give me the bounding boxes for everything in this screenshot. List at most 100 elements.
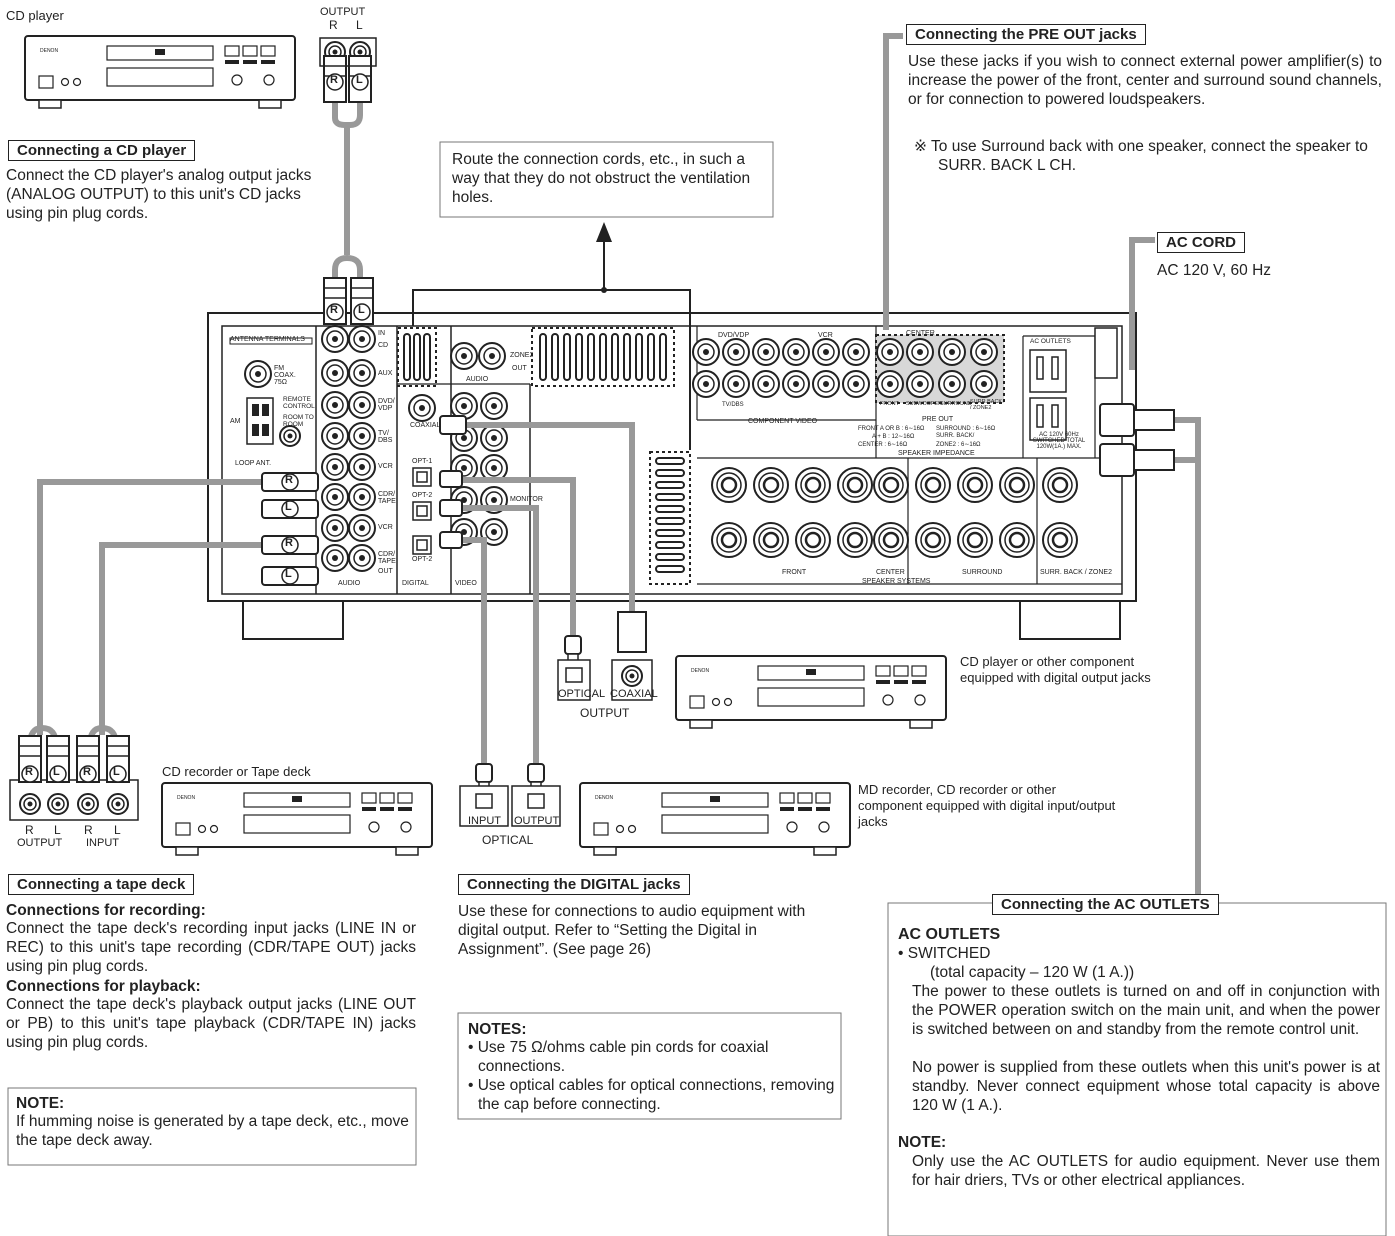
tape-input-label: INPUT bbox=[86, 837, 119, 849]
preout-text: Use these jacks if you wish to connect e… bbox=[908, 53, 1382, 108]
brand-4: DENON bbox=[595, 795, 614, 801]
tape-section-heading: Connecting a tape deck bbox=[8, 874, 195, 895]
pre-surr-label: SURROUND bbox=[940, 401, 972, 407]
tape-deck-jacks bbox=[9, 735, 139, 821]
remote-label: REMOTE CONTROL bbox=[283, 396, 315, 410]
ac-outlets-panel-label: AC OUTLETS bbox=[1030, 338, 1071, 345]
pin-r-tape1: R bbox=[285, 474, 293, 486]
digital-section-heading: Connecting the DIGITAL jacks bbox=[458, 874, 690, 895]
impedance-line-3: CENTER : 6∼16Ω bbox=[858, 442, 908, 448]
digital-output-jacks bbox=[557, 611, 653, 701]
ac-outlets-heading: Connecting the AC OUTLETS bbox=[992, 894, 1219, 915]
digital-section-text: Use these for connections to audio equip… bbox=[458, 903, 806, 958]
opt-input-label: INPUT bbox=[468, 815, 501, 827]
cd-recorder-device bbox=[161, 782, 433, 856]
audio-in-vcr: VCR bbox=[378, 463, 393, 470]
pre-front-label: FRONT bbox=[880, 401, 899, 407]
tv-dbs-label: TV/DBS bbox=[722, 402, 744, 408]
audio-in-vcr2: VCR bbox=[378, 524, 393, 531]
coaxial-label: COAXIAL bbox=[410, 422, 441, 429]
preout-heading: Connecting the PRE OUT jacks bbox=[906, 24, 1146, 45]
ac-note: Only use the AC OUTLETS for audio equipm… bbox=[912, 1153, 1380, 1189]
ac-cord-heading: AC CORD bbox=[1157, 232, 1245, 253]
ac-outlets-title: AC OUTLETS bbox=[898, 926, 1001, 943]
optical-label: OPTICAL bbox=[558, 688, 606, 700]
preout-note: ※ To use Surround back with one speaker,… bbox=[914, 138, 1368, 174]
pin-r-deck2: R bbox=[83, 766, 91, 778]
spk-sback-label: SURR. BACK / ZONE2 bbox=[1040, 569, 1112, 576]
md-label: MD recorder, CD recorder or other compon… bbox=[858, 782, 1116, 829]
pin-r-tape2: R bbox=[285, 537, 293, 549]
pin-l-panel: L bbox=[358, 304, 365, 316]
out-label: OUT bbox=[378, 568, 393, 575]
pin-r-top: R bbox=[330, 74, 338, 86]
impedance-line-1: FRONT A OR B : 6∼16Ω bbox=[858, 426, 925, 432]
spk-surround-label: SURROUND bbox=[962, 569, 1003, 576]
pin-l-tape1: L bbox=[285, 501, 292, 513]
pin-l-tape2: L bbox=[285, 568, 292, 580]
tape-note-text: If humming noise is generated by a tape … bbox=[16, 1113, 409, 1149]
pin-l-deck2: L bbox=[113, 766, 120, 778]
monitor-label: MONITOR bbox=[510, 496, 543, 503]
tape-l2: L bbox=[114, 823, 121, 837]
digital-note-1: • Use 75 Ω/ohms cable pin cords for coax… bbox=[468, 1039, 769, 1075]
audio-in-aux: AUX bbox=[378, 370, 393, 377]
ac-switched: • SWITCHED bbox=[898, 945, 991, 962]
room-label: ROOM TO ROOM bbox=[283, 414, 314, 428]
cd-player-device bbox=[24, 35, 296, 109]
cd-section-heading: Connecting a CD player bbox=[8, 140, 196, 161]
ac-capacity: (total capacity – 120 W (1 A.)) bbox=[930, 964, 1135, 981]
cd-section-text: Connect the CD player's analog output ja… bbox=[6, 167, 312, 222]
output-top-r: R bbox=[329, 18, 338, 32]
opt2-label: OPT-2 bbox=[412, 492, 433, 499]
md-recorder-device bbox=[579, 782, 851, 856]
route-arrow bbox=[412, 222, 691, 450]
pin-r-deck1: R bbox=[25, 766, 33, 778]
tape-r2: R bbox=[84, 823, 93, 837]
ac-spec-label: AC 120V 60Hz SWITCHED TOTAL 120W(1A.) MA… bbox=[1032, 432, 1086, 450]
antenna-terminals bbox=[229, 337, 313, 447]
video-label: VIDEO bbox=[455, 580, 477, 587]
brand-2: DENON bbox=[691, 668, 710, 674]
tape-rec-text: Connect the tape deck's recording input … bbox=[6, 920, 416, 975]
opt-optical-label: OPTICAL bbox=[482, 833, 534, 847]
digital-notes-title: NOTES: bbox=[468, 1021, 527, 1038]
pre-sback-label: SURR.BACK / ZONE2 bbox=[970, 399, 1003, 411]
ac-cord-spec: AC 120 V, 60 Hz bbox=[1157, 262, 1272, 279]
tape-l1: L bbox=[54, 823, 61, 837]
tape-note-title: NOTE: bbox=[16, 1095, 65, 1112]
impedance-line-4: SURROUND : 6∼16Ω bbox=[936, 426, 996, 432]
ac-p1: The power to these outlets is turned on … bbox=[912, 983, 1380, 1038]
cdr-label: CD recorder or Tape deck bbox=[162, 764, 311, 779]
dvd-vdp-label: DVD/VDP bbox=[718, 332, 750, 339]
opt-output-label: OUTPUT bbox=[514, 815, 560, 827]
tape-rec-title: Connections for recording: bbox=[6, 902, 206, 919]
antenna-label: ANTENNA TERMINALS bbox=[230, 336, 305, 343]
zone2-label: ZONE2 bbox=[510, 352, 534, 359]
tape-plugs bbox=[261, 472, 319, 586]
audio-label: AUDIO bbox=[338, 580, 361, 587]
impedance-line-5: SURR. BACK/ bbox=[936, 433, 975, 439]
route-note: Route the connection cords, etc., in suc… bbox=[452, 151, 751, 206]
center-label: CENTER bbox=[906, 330, 935, 337]
audio-in-cdr2: CDR/ TAPE bbox=[378, 551, 396, 565]
audio-in-cd: CD bbox=[378, 342, 389, 349]
pre-sub-label: SUBWOOFER bbox=[906, 401, 943, 407]
optical-io-jacks bbox=[459, 763, 561, 827]
cd-player-label: CD player bbox=[6, 8, 64, 23]
digital-label: DIGITAL bbox=[402, 580, 429, 587]
opt1-label: OPT-1 bbox=[412, 458, 433, 465]
pin-l-deck1: L bbox=[53, 766, 60, 778]
opt2-label-b: OPT-2 bbox=[412, 556, 433, 563]
audio-label-2: AUDIO bbox=[466, 376, 489, 383]
audio-in-tv: TV/ DBS bbox=[378, 430, 393, 444]
ac-p2: No power is supplied from these outlets … bbox=[912, 1059, 1380, 1114]
cd-digital-label: CD player or other component equipped wi… bbox=[960, 654, 1151, 685]
brand-3: DENON bbox=[177, 795, 196, 801]
in-label: IN bbox=[378, 330, 385, 337]
output-top-l: L bbox=[356, 18, 363, 32]
pin-l-top: L bbox=[356, 74, 363, 86]
ac-note-title: NOTE: bbox=[898, 1134, 947, 1151]
tape-r1: R bbox=[25, 823, 34, 837]
vcr-comp-label: VCR bbox=[818, 332, 833, 339]
